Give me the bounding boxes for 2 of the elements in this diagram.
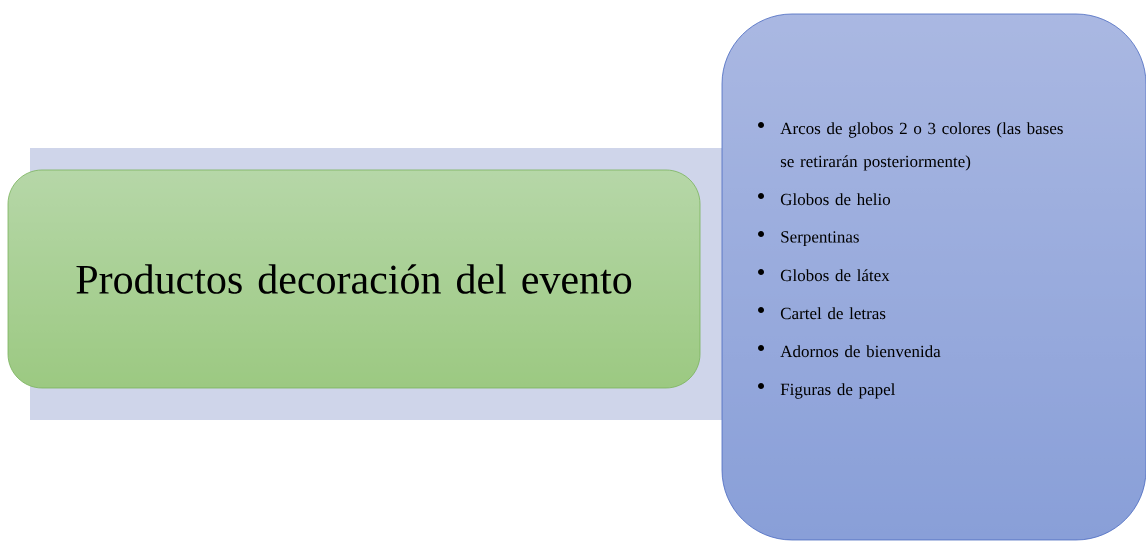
title-box: Productos decoración del evento [7, 169, 701, 389]
list-box: Arcos de globos 2 o 3 colores (las bases se retirarán posteriormente) Globos de helio Serpentinas Globos de látex Cartel de letras Adornos de bienvenida Figuras de papel [721, 13, 1146, 541]
